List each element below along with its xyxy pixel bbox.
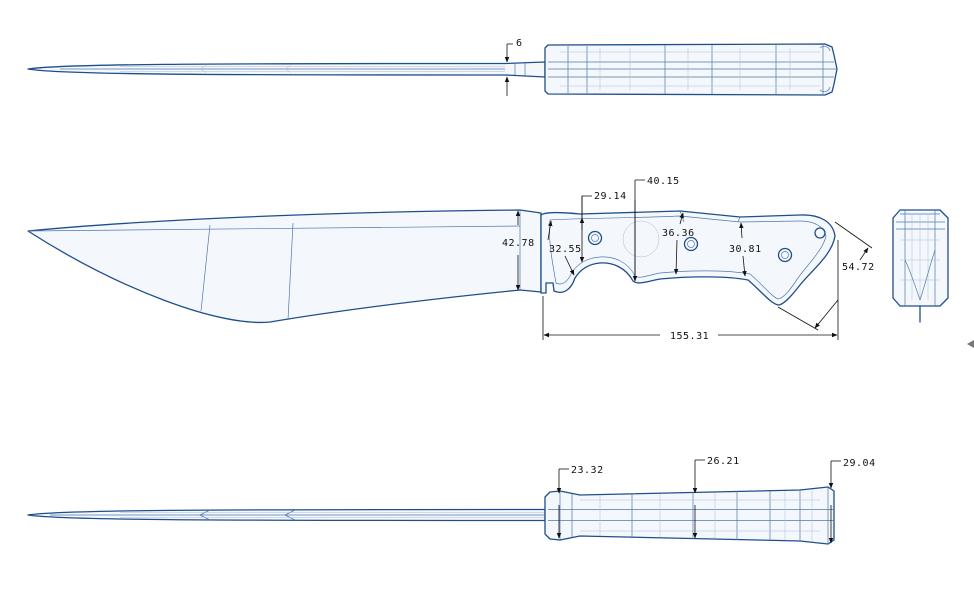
view-arrow-icon: [967, 340, 974, 348]
butt-end-view: [892, 209, 949, 323]
dim-155-31-label: 155.31: [670, 331, 709, 342]
lanyard-hole: [814, 227, 826, 239]
side-view: 29.14 40.15 42.78 32.55 36.36 30.81 54.7…: [27, 176, 875, 342]
dim-29-14-label: 29.14: [594, 191, 627, 202]
bottom-view-handle: [544, 486, 835, 545]
dim-42-78-label: 42.78: [502, 238, 535, 249]
side-view-handle: [540, 210, 836, 306]
top-view: 6: [27, 38, 838, 96]
handle-pin-1: [587, 230, 603, 246]
dim-23-32-label: 23.32: [571, 465, 604, 476]
dim-thickness-label: 6: [516, 38, 523, 49]
handle-pin-2: [683, 236, 699, 252]
side-view-blade: [27, 209, 542, 324]
dim-29-04-label: 29.04: [843, 458, 876, 469]
dim-36-36-label: 36.36: [662, 228, 695, 239]
dim-30-81-label: 30.81: [729, 244, 762, 255]
top-view-blade: [27, 61, 546, 78]
dim-32-55-label: 32.55: [549, 244, 582, 255]
top-view-handle: [544, 43, 838, 96]
bottom-view: 23.32 26.21 29.04: [27, 456, 876, 545]
dim-54-72-label: 54.72: [842, 262, 875, 273]
dim-26-21-label: 26.21: [707, 456, 740, 467]
dim-40-15-label: 40.15: [647, 176, 680, 187]
handle-pin-3: [777, 247, 793, 263]
